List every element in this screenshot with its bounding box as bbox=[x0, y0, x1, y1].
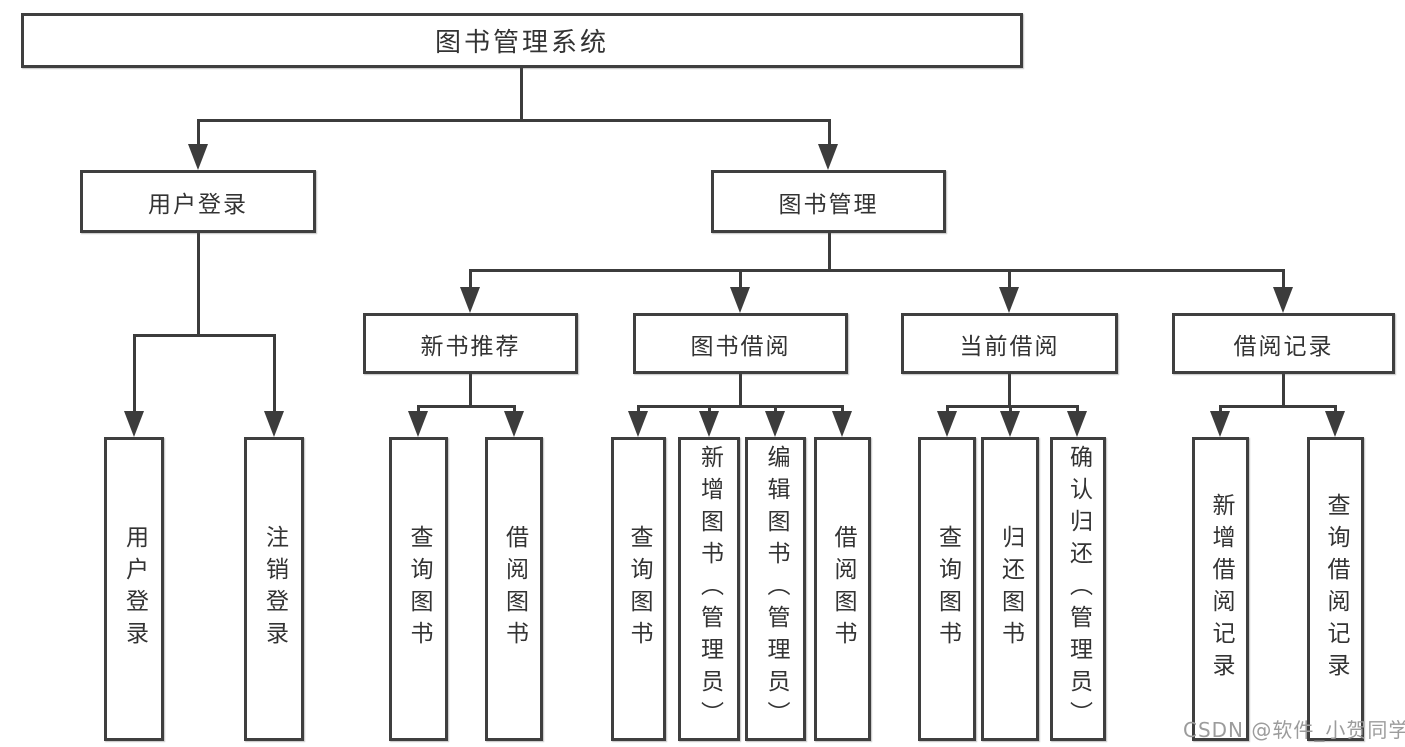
node-borrow-records: 借阅记录 bbox=[1172, 313, 1395, 374]
leaf-label: 编辑图书（管理员） bbox=[763, 445, 789, 733]
node-current-borrowing: 当前借阅 bbox=[901, 313, 1118, 374]
leaf-logout: 注销登录 bbox=[244, 437, 304, 741]
leaf-label: 查询图书 bbox=[406, 525, 432, 653]
leaf-confirm-return-admin: 确认归还（管理员） bbox=[1050, 437, 1106, 741]
leaf-query-books-borrowing: 查询图书 bbox=[611, 437, 666, 741]
arrow-down-icon bbox=[628, 411, 648, 437]
leaf-label: 借阅图书 bbox=[830, 525, 856, 653]
connector-line bbox=[739, 269, 742, 291]
connector-line bbox=[197, 119, 200, 151]
node-label: 借阅记录 bbox=[1233, 333, 1334, 360]
leaf-query-books-recommend: 查询图书 bbox=[389, 437, 448, 741]
arrow-down-icon bbox=[408, 411, 428, 437]
connector-line bbox=[946, 405, 1079, 408]
leaf-label: 新增图书（管理员） bbox=[696, 445, 723, 733]
arrow-down-icon bbox=[460, 287, 480, 313]
connector-line bbox=[1282, 269, 1285, 291]
arrow-down-icon bbox=[699, 411, 719, 437]
connector-line bbox=[197, 233, 200, 336]
arrow-down-icon bbox=[124, 411, 144, 437]
connector-line bbox=[828, 119, 831, 151]
connector-line bbox=[739, 374, 742, 408]
connector-line bbox=[828, 233, 831, 271]
arrow-down-icon bbox=[765, 411, 785, 437]
arrow-down-icon bbox=[999, 287, 1019, 313]
leaf-query-borrow-record: 查询借阅记录 bbox=[1307, 437, 1364, 741]
arrow-down-icon bbox=[504, 411, 524, 437]
connector-line bbox=[637, 405, 843, 408]
connector-line bbox=[273, 334, 276, 414]
connector-line bbox=[469, 269, 1284, 272]
leaf-label: 借阅图书 bbox=[501, 525, 528, 653]
arrow-down-icon bbox=[188, 144, 208, 170]
connector-line bbox=[469, 269, 472, 291]
watermark-text: CSDN @软件_小贺同学 bbox=[1183, 718, 1405, 742]
node-book-borrowing: 图书借阅 bbox=[633, 313, 848, 374]
arrow-down-icon bbox=[1067, 411, 1087, 437]
connector-line bbox=[1008, 374, 1011, 408]
leaf-borrow-books-borrowing: 借阅图书 bbox=[814, 437, 871, 741]
node-label: 图书管理系统 bbox=[434, 28, 609, 58]
node-user-login: 用户登录 bbox=[80, 170, 316, 233]
leaf-query-books-current: 查询图书 bbox=[918, 437, 976, 741]
connector-line bbox=[469, 374, 472, 408]
node-label: 图书管理 bbox=[778, 191, 879, 218]
arrow-down-icon bbox=[1325, 411, 1345, 437]
node-book-management: 图书管理 bbox=[711, 170, 946, 233]
arrow-down-icon bbox=[730, 287, 750, 313]
arrow-down-icon bbox=[264, 411, 284, 437]
connector-line bbox=[1008, 269, 1011, 291]
connector-line bbox=[1282, 374, 1285, 408]
connector-line bbox=[1219, 405, 1336, 408]
leaf-borrow-books-recommend: 借阅图书 bbox=[485, 437, 543, 741]
connector-line bbox=[133, 334, 136, 414]
leaf-add-book-admin: 新增图书（管理员） bbox=[678, 437, 740, 741]
arrow-down-icon bbox=[818, 144, 838, 170]
leaf-label: 查询图书 bbox=[934, 525, 961, 653]
arrow-down-icon bbox=[1210, 411, 1230, 437]
connector-line bbox=[520, 67, 523, 122]
arrow-down-icon bbox=[1000, 411, 1020, 437]
connector-line bbox=[197, 119, 831, 122]
node-label: 新书推荐 bbox=[420, 333, 521, 360]
leaf-label: 查询图书 bbox=[626, 525, 652, 653]
leaf-label: 注销登录 bbox=[261, 525, 288, 653]
arrow-down-icon bbox=[1273, 287, 1293, 313]
leaf-label: 查询借阅记录 bbox=[1323, 493, 1349, 685]
node-library-system: 图书管理系统 bbox=[21, 13, 1023, 68]
node-new-book-recommend: 新书推荐 bbox=[363, 313, 578, 374]
leaf-label: 用户登录 bbox=[121, 525, 148, 653]
leaf-user-login: 用户登录 bbox=[104, 437, 164, 741]
node-label: 用户登录 bbox=[148, 191, 248, 218]
leaf-edit-book-admin: 编辑图书（管理员） bbox=[745, 437, 806, 741]
arrow-down-icon bbox=[937, 411, 957, 437]
arrow-down-icon bbox=[832, 411, 852, 437]
connector-line bbox=[417, 405, 516, 408]
leaf-label: 新增借阅记录 bbox=[1208, 493, 1234, 685]
leaf-label: 确认归还（管理员） bbox=[1065, 445, 1092, 733]
node-label: 当前借阅 bbox=[959, 333, 1060, 360]
node-label: 图书借阅 bbox=[690, 333, 791, 360]
leaf-add-borrow-record: 新增借阅记录 bbox=[1192, 437, 1249, 741]
leaf-return-book: 归还图书 bbox=[981, 437, 1039, 741]
leaf-label: 归还图书 bbox=[997, 525, 1024, 653]
connector-line bbox=[133, 334, 276, 337]
